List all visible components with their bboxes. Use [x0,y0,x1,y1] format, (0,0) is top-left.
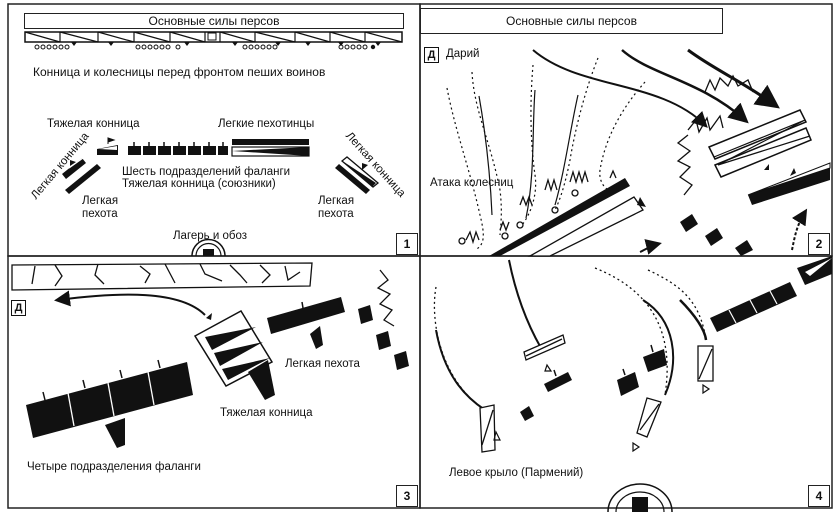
heavy-cavalry-wedge-panel3 [193,309,274,387]
infantry-blocks-panel4 [520,256,832,421]
phalanx-four-units [26,359,193,438]
label-allied-heavy-cavalry: Тяжелая конница (союзники) [122,178,276,190]
label-darius: Дарий [446,48,480,60]
light-infantry-men-unit [231,139,310,157]
left-flank-units [62,157,101,194]
persian-main-forces-title: Основные силы персов [24,13,404,29]
camp-icon-panel4 [607,483,673,512]
chariot-paths [446,57,646,251]
advance-arrows-panel2 [639,208,808,255]
infantry-blocks-panel2 [680,214,753,256]
label-chariot-attack: Атака колесниц [430,177,514,189]
darius-marker: Д [424,47,439,63]
panel-4-frame [419,255,833,509]
label-left-wing-parmenion: Левое крыло (Пармений) [449,467,584,479]
cavalry-units-panel4 [479,334,714,453]
melee-zigzags [676,74,754,196]
panel-number-3: 3 [396,485,418,507]
persian-main-forces-title-2: Основные силы персов [420,8,723,34]
panel-number-4: 4 [808,485,830,507]
label-six-phalanx-units: Шесть подразделений фаланги [122,166,291,178]
label-light-infantry-men: Легкие пехотинцы [218,118,315,130]
light-infantry-panel3 [267,297,345,334]
macedonian-line-panel2 [489,162,831,257]
label-light-infantry-3: Легкая пехота [285,358,360,370]
panel-number-2: 2 [808,233,830,255]
terrain-ridge [11,262,313,291]
darius-marker-3: Д [11,300,26,316]
label-heavy-cavalry: Тяжелая конница [47,118,140,130]
companion-cavalry-wedge [707,109,812,178]
phalanx-six-units [97,137,228,155]
camp-icon [191,238,226,257]
label-camp: Лагерь и обоз [173,230,248,242]
panel-frames [7,3,833,509]
label-light-infantry-right: Легкая пехота [318,195,355,220]
advance-arrows-panel3 [105,326,323,448]
panel-number-1: 1 [396,233,418,255]
label-light-infantry-left: Легкая пехота [82,195,119,220]
label-four-phalanx-units: Четыре подразделения фаланги [27,461,201,473]
label-heavy-cavalry-3: Тяжелая конница [220,407,313,419]
label-front-cavalry: Конница и колесницы перед фронтом пеших … [33,65,326,79]
wing-paths-panel4 [433,259,708,411]
chariots [458,169,617,245]
triangle-flags-panel4 [493,363,711,453]
cavalry-attack-arrows [532,48,780,128]
persian-line [24,31,403,50]
right-flank-units [335,156,380,194]
persian-blocks-panel3 [358,269,409,370]
darius-flight-arrow [54,290,206,316]
